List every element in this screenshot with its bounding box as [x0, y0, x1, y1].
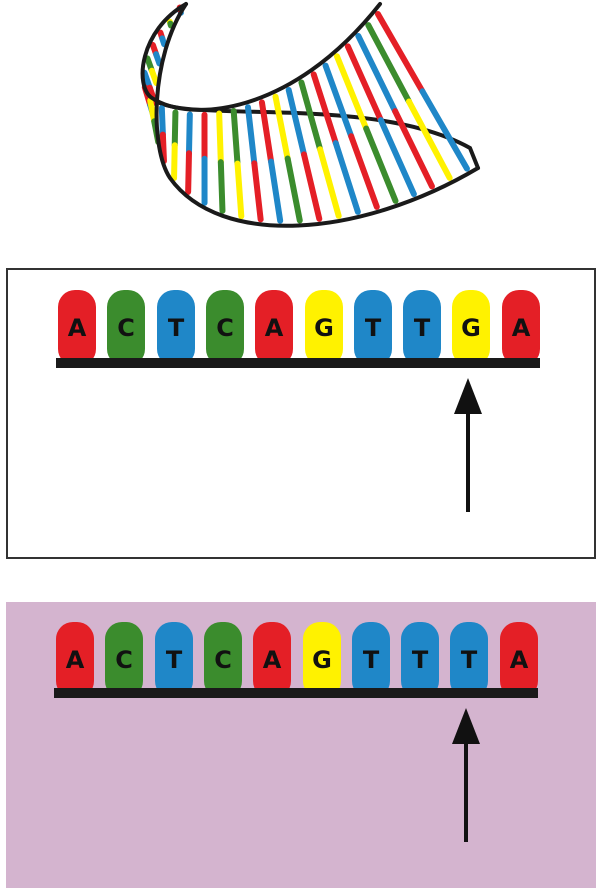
helix-rung-G [333, 53, 370, 132]
base-T: T [157, 290, 195, 366]
helix-rung-T [377, 117, 417, 198]
helix-rung-T [268, 158, 284, 224]
base-A: A [56, 622, 94, 698]
base-G: G [305, 290, 343, 366]
helix-rung-A [300, 151, 323, 222]
dna-double-helix [140, 2, 480, 228]
base-G: G [303, 622, 341, 698]
base-G-highlighted: G [452, 290, 490, 366]
sequence-backbone [56, 358, 540, 368]
helix-rung-C [363, 125, 399, 204]
helix-rung-G [148, 67, 160, 87]
helix-rung-A [185, 150, 192, 195]
helix-rung-G [405, 98, 453, 181]
helix-rung-T [419, 88, 470, 172]
base-T: T [155, 622, 193, 698]
base-T: T [352, 622, 390, 698]
base-T: T [354, 290, 392, 366]
helix-rung-G [216, 110, 224, 166]
helix-rung-T [355, 32, 399, 115]
helix-rung-A [344, 43, 384, 124]
base-C: C [105, 622, 143, 698]
helix-rung-C [217, 159, 226, 214]
helix-rung-T [158, 105, 166, 138]
base-A: A [255, 290, 293, 366]
helix-rung-C [298, 79, 324, 153]
helix-rung-A [348, 133, 380, 210]
helix-rung-A [251, 160, 264, 223]
helix-rung-A [310, 71, 339, 147]
base-A: A [502, 290, 540, 366]
helix-rung-T [332, 140, 361, 215]
helix-rung-C [230, 107, 241, 167]
helix-rung-C [167, 20, 174, 29]
helix-rung-G [147, 97, 158, 125]
helix-rung-G [317, 146, 342, 219]
helix-rung-G [171, 142, 178, 182]
helix-rung-G [234, 160, 245, 220]
base-T: T [401, 622, 439, 698]
sequence-backbone [54, 688, 538, 698]
helix-rung-T [159, 35, 168, 48]
helix-rung-T [244, 104, 258, 167]
helix-rung-T [322, 62, 355, 140]
helix-rung-T [153, 51, 163, 67]
helix-rung-C [365, 22, 412, 105]
helix-rung-G [272, 93, 291, 162]
mutation-arrow [448, 378, 488, 512]
base-C: C [206, 290, 244, 366]
base-A: A [253, 622, 291, 698]
base-T-highlighted: T [450, 622, 488, 698]
helix-rung-A [159, 131, 167, 165]
base-C: C [204, 622, 242, 698]
base-C: C [107, 290, 145, 366]
helix-rung-A [392, 108, 435, 190]
helix-rung-C [171, 109, 179, 149]
helix-rung-A [258, 99, 275, 165]
base-T: T [403, 290, 441, 366]
mutation-arrow [446, 708, 486, 842]
base-A: A [58, 290, 96, 366]
helix-backbone [140, 2, 382, 112]
helix-rung-T [185, 111, 193, 157]
helix-backbone [154, 2, 480, 228]
helix-rung-T [285, 86, 307, 158]
helix-rung-A [374, 11, 426, 95]
helix-rung-C [284, 155, 303, 224]
base-A: A [500, 622, 538, 698]
